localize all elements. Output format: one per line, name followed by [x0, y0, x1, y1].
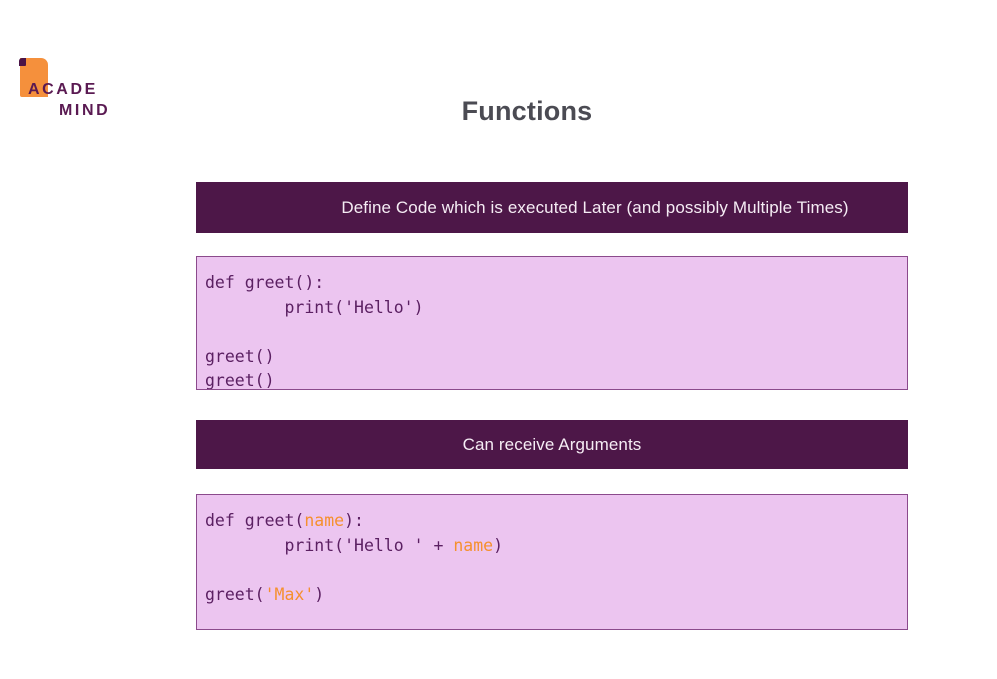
code-block-basic: def greet(): print('Hello') greet() greet…	[196, 256, 908, 390]
code-line: def greet():	[205, 273, 325, 292]
section-header-arguments-label: Can receive Arguments	[462, 434, 642, 454]
code-token-string: 'Max'	[264, 584, 315, 604]
code-line: print('Hello')	[205, 297, 424, 317]
code-block-arguments: def greet(name): print('Hello ' + name) …	[196, 494, 908, 630]
code-token: )	[493, 535, 504, 555]
code-line-blank	[205, 558, 907, 583]
code-token: ):	[344, 511, 364, 530]
page-title: Functions	[461, 96, 593, 126]
code-line: greet()	[205, 346, 275, 366]
code-token: greet(	[205, 584, 265, 604]
section-header-define: Define Code which is executed Later (and…	[196, 182, 908, 233]
section-header-arguments: Can receive Arguments	[196, 420, 908, 469]
code-token: def greet(	[205, 511, 305, 530]
section-header-define-label: Define Code which is executed Later (and…	[341, 197, 849, 217]
bookmark-flag-icon	[19, 58, 48, 97]
code-line-blank	[205, 320, 907, 345]
code-line: print('Hello ' + name)	[205, 534, 907, 559]
brand-logo: ACADE MIND	[14, 52, 154, 124]
code-line: def greet(name):	[205, 509, 907, 534]
code-line: greet('Max')	[205, 583, 907, 608]
code-token: print('Hello ' +	[205, 535, 454, 555]
code-token-argument: name	[453, 535, 494, 555]
brand-name-line-1: ACADE	[28, 81, 98, 98]
code-line: greet()	[205, 371, 275, 390]
code-token-argument: name	[304, 511, 345, 530]
code-token: )	[314, 584, 325, 604]
brand-name-line-2: MIND	[59, 102, 111, 119]
logo-mark-tab	[19, 58, 26, 66]
